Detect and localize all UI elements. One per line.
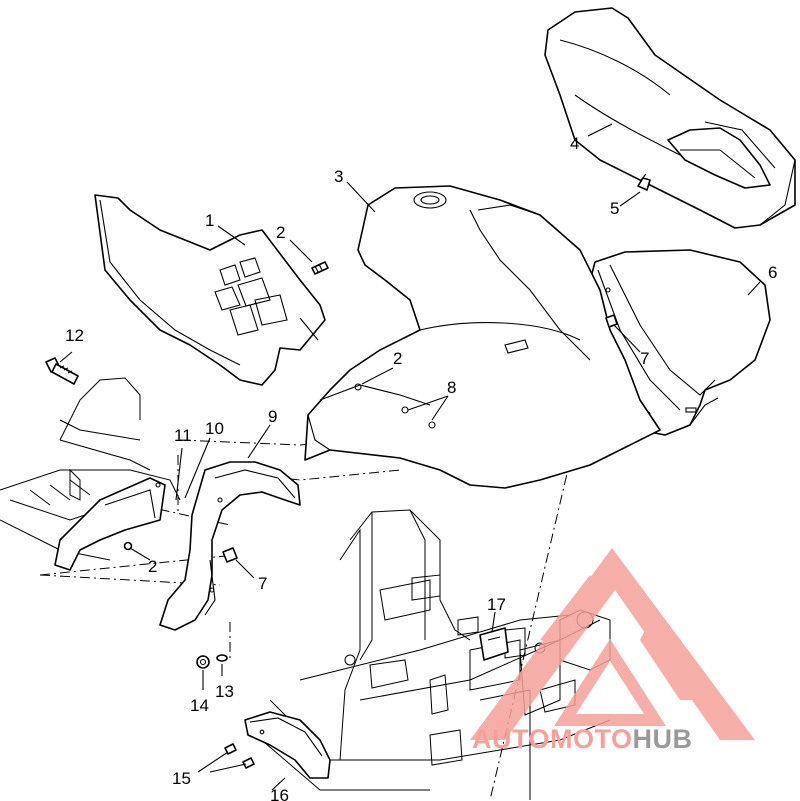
callout-1: 1	[205, 211, 214, 230]
callout-8: 8	[447, 378, 456, 397]
footwell-floorboard	[0, 377, 181, 561]
part-16-guard	[244, 711, 331, 779]
callout-16: 16	[270, 786, 289, 801]
callout-4: 4	[570, 134, 579, 153]
part-13-14-hardware	[196, 654, 228, 669]
callout-5: 5	[610, 199, 619, 218]
part-1-side-panel	[94, 194, 326, 386]
callout-6: 6	[768, 263, 777, 282]
part-17-bracket	[479, 627, 509, 661]
callout-9: 9	[268, 407, 277, 426]
part-15-screws	[224, 743, 255, 769]
callout-2-middle: 2	[393, 349, 402, 368]
part-12-bolt	[45, 357, 79, 385]
part-4-seat	[544, 7, 796, 229]
part-5-clip	[637, 173, 651, 191]
callout-14: 14	[190, 696, 209, 715]
callout-labels: 1 2 3 4 5 6 7 2 8 9 10 11 12 2 7 13 14 1…	[65, 134, 777, 801]
callout-12: 12	[65, 326, 84, 345]
callout-13: 13	[215, 682, 234, 701]
callout-2-bottom: 2	[148, 557, 157, 576]
callout-11: 11	[174, 426, 192, 445]
callout-10: 10	[205, 419, 224, 438]
leader-lines	[59, 123, 761, 791]
callout-3: 3	[334, 167, 343, 186]
callout-7-right: 7	[640, 349, 649, 368]
watermark-logo	[470, 548, 755, 740]
part-2-screws	[123, 261, 329, 551]
callout-2-top: 2	[276, 223, 285, 242]
part-7-clips	[222, 314, 618, 563]
callout-17: 17	[487, 595, 506, 614]
part-3-front-fender	[304, 185, 661, 489]
part-9-fender-flare	[159, 461, 301, 631]
watermark-text: AUTOMOTOHUB	[472, 724, 693, 754]
side-bracket	[54, 477, 166, 571]
callout-7-left: 7	[258, 574, 267, 593]
watermark-auto: AUTOMOTOHUB	[472, 724, 693, 754]
callout-15: 15	[172, 769, 191, 788]
